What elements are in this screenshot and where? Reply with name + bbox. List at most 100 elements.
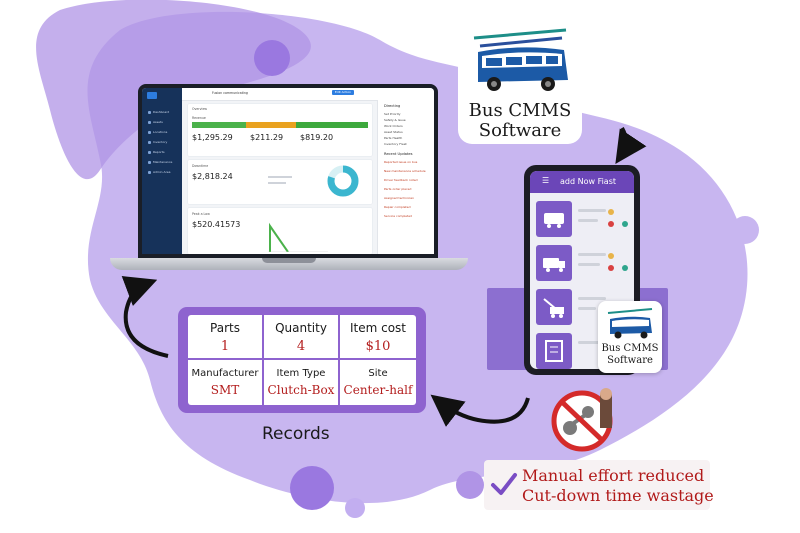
line-chart xyxy=(268,222,328,252)
phone-list-item[interactable] xyxy=(536,245,628,281)
no-manual-tools-icon xyxy=(551,388,613,452)
peak-value: $520.41573 xyxy=(192,220,241,229)
sidebar-item-label: Maintenance xyxy=(153,160,173,164)
records-cell: Site Center-half xyxy=(340,360,416,405)
column-header: Manufacturer xyxy=(191,368,259,379)
panel-row: Asset Status xyxy=(384,130,403,134)
revenue-bar-2 xyxy=(246,122,296,128)
records-table: Parts 1 Quantity 4 Item cost $10 Manufac… xyxy=(178,307,426,413)
benefit-line-1: Manual effort reduced xyxy=(522,466,705,485)
panel-row: Set Priority xyxy=(384,112,401,116)
bus-logo-icon xyxy=(607,308,653,339)
revenue-card: Overview Revenue $1,295.29 $211.29 $819.… xyxy=(188,104,372,156)
sidebar-item-reports[interactable]: Reports xyxy=(148,150,176,154)
panel-title-updates: Recent Updates xyxy=(384,152,413,156)
dashboard-topbar: Fusion communicating Edit Action xyxy=(182,88,434,101)
laptop-screen: Dashboard Assets Locations Inventory Rep… xyxy=(138,84,438,258)
peak-label: Peak a Low xyxy=(192,212,210,216)
metric-2: $211.29 xyxy=(250,133,284,142)
bus-logo-icon xyxy=(473,28,568,91)
panel-row: Safety & Issue xyxy=(384,118,406,122)
sidebar-item-assets[interactable]: Assets xyxy=(148,120,176,124)
laptop-notch xyxy=(262,258,316,263)
sidebar-item-inventory[interactable]: Inventory xyxy=(148,140,176,144)
tow-truck-icon xyxy=(536,289,572,325)
sidebar-item-label: Dashboard xyxy=(153,110,170,114)
column-header: Item Type xyxy=(276,368,326,379)
benefits-callout: Manual effort reduced Cut-down time wast… xyxy=(484,460,714,510)
bus-cmms-logo: Bus CMMS Software xyxy=(458,20,582,144)
truck-check-icon xyxy=(536,245,572,281)
check-icon xyxy=(491,473,517,495)
sidebar-item-label: Reports xyxy=(153,150,165,154)
cell-value: 1 xyxy=(220,339,230,354)
sidebar-item-locations[interactable]: Locations xyxy=(148,130,176,134)
metric-3: $819.20 xyxy=(300,133,334,142)
donut-chart xyxy=(327,165,359,197)
cell-value: Center-half xyxy=(343,383,413,397)
dashboard: Dashboard Assets Locations Inventory Rep… xyxy=(142,88,434,254)
sidebar-item-admin[interactable]: Admin Area xyxy=(148,170,176,174)
phone-list-item[interactable] xyxy=(536,289,628,325)
records-cell: Quantity 4 xyxy=(264,315,340,360)
sidebar-item-dashboard[interactable]: Dashboard xyxy=(148,110,176,114)
peak-card: Peak a Low $520.41573 xyxy=(188,208,372,254)
legend-line xyxy=(268,182,286,184)
downtime-value: $2,818.24 xyxy=(192,172,233,181)
column-header: Quantity xyxy=(275,321,327,335)
update-row: Driver feedback noted xyxy=(384,178,418,182)
records-grid: Parts 1 Quantity 4 Item cost $10 Manufac… xyxy=(188,315,416,405)
sidebar-item-maintenance[interactable]: Maintenance xyxy=(148,160,176,164)
update-row: Assigned technician xyxy=(384,196,415,200)
bus-icon xyxy=(536,201,572,237)
laptop-base xyxy=(110,258,468,270)
update-row: Repair completed xyxy=(384,205,411,209)
dashboard-title: Fusion communicating xyxy=(212,91,248,95)
revenue-bar-1 xyxy=(192,122,246,128)
update-row: New maintenance schedule xyxy=(384,169,426,173)
panel-title: Directing xyxy=(384,104,401,108)
benefit-line-2: Cut-down time wastage xyxy=(522,486,714,505)
dashboard-logo xyxy=(147,92,157,99)
cell-value: Clutch-Box xyxy=(267,383,335,397)
panel-row: Inventory Fleet xyxy=(384,142,407,146)
section-title: Overview xyxy=(192,107,208,111)
revenue-label: Revenue xyxy=(192,116,206,120)
phone-header: ☰ add Now Fiast xyxy=(530,171,634,193)
records-cell: Item cost $10 xyxy=(340,315,416,360)
metric-1: $1,295.29 xyxy=(192,133,233,142)
records-cell: Item Type Clutch-Box xyxy=(264,360,340,405)
column-header: Parts xyxy=(210,321,240,335)
right-panel: Directing Set Priority Safety & Issue Wo… xyxy=(377,100,434,254)
records-cell: Manufacturer SMT xyxy=(188,360,264,405)
cell-value: $10 xyxy=(365,339,391,354)
sidebar-item-label: Locations xyxy=(153,130,168,134)
column-header: Site xyxy=(368,368,388,379)
phone-title: add Now Fiast xyxy=(560,177,617,186)
panel-row: Work Orders xyxy=(384,124,403,128)
records-label: Records xyxy=(262,424,330,444)
phone-list-item[interactable] xyxy=(536,201,628,237)
update-row: Reported issue on bus xyxy=(384,160,418,164)
column-header: Item cost xyxy=(349,321,407,335)
hamburger-icon[interactable]: ☰ xyxy=(542,176,550,185)
sidebar-item-label: Inventory xyxy=(153,140,168,144)
downtime-card: Downtime $2,818.24 xyxy=(188,160,372,204)
small-logo-line-1: Bus CMMS xyxy=(601,343,659,354)
logo-line-2: Software xyxy=(478,120,562,141)
sidebar-item-label: Admin Area xyxy=(153,170,171,174)
panel-row: Parts Health xyxy=(384,136,403,140)
update-row: Service completed xyxy=(384,214,412,218)
update-row: Parts order placed xyxy=(384,187,412,191)
dashboard-sidebar: Dashboard Assets Locations Inventory Rep… xyxy=(142,88,182,254)
edit-action-button[interactable]: Edit Action xyxy=(332,90,354,95)
phone-list-item[interactable] xyxy=(536,333,628,369)
sidebar-item-label: Assets xyxy=(153,120,163,124)
downtime-label: Downtime xyxy=(192,164,209,168)
logo-line-1: Bus CMMS xyxy=(468,100,572,121)
legend-line xyxy=(268,176,292,178)
bus-cmms-small-logo: Bus CMMS Software xyxy=(598,301,662,373)
cell-value: 4 xyxy=(296,339,306,354)
cell-value: SMT xyxy=(210,383,240,397)
